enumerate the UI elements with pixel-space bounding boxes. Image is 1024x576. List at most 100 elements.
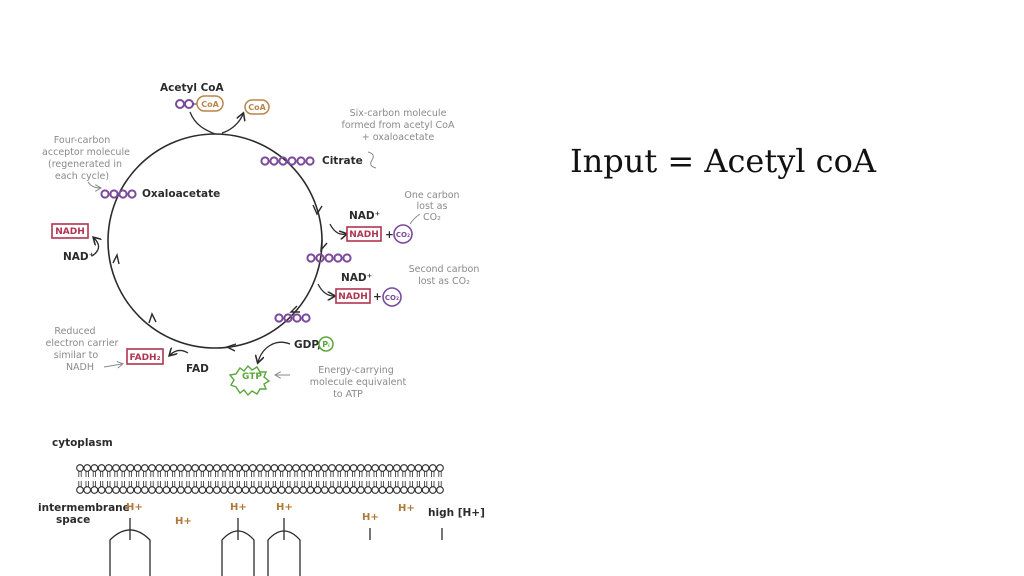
lipid-head [306,464,315,472]
lipid-head [198,464,207,472]
lipid-tail [294,481,298,487]
lipid-head [277,486,286,494]
four-carbon-note-line4: each cycle) [55,171,109,182]
coa-release-arrow [221,114,243,134]
lipid-head [90,464,99,472]
lipid-head [212,486,221,494]
lipid-head [313,464,322,472]
lipid-tail [100,481,104,487]
lipid-head [400,464,408,472]
oxaloacetate-molecule [100,189,137,199]
lipid-tail [416,471,420,477]
reduced-note-pointer [103,364,122,367]
lipid-tail [373,471,377,477]
lipid-tail [222,471,226,477]
lipid-tail [157,481,161,487]
lipid-head [119,464,128,472]
plus-mid: + [373,291,382,303]
proton-2: H+ [175,516,192,527]
lipid-head [313,486,322,494]
lipid-head [342,486,351,494]
lipid-head [90,486,99,494]
lipid-tail [373,481,377,487]
lipid-tail [402,471,406,477]
four-carbon-note-pointer [87,181,100,188]
lipid-tail [431,471,435,477]
proton-3: H+ [230,502,247,513]
gdp-label: GDP, [294,339,321,351]
lipid-head [112,464,120,472]
lipid-head [421,464,430,472]
nad-reduction-arrow-mid [317,283,334,296]
lipid-tail [301,481,305,487]
lipid-head [169,486,178,494]
lipid-tail [287,481,291,487]
lipid-tail [431,481,435,487]
lipid-tail [244,471,248,477]
lipid-head [364,486,372,494]
lipid-head [155,486,164,494]
lipid-tail [323,481,327,487]
lipid-tail [272,471,276,477]
lipid-tail [316,481,320,487]
lipid-head [248,464,257,472]
lipid-head [126,486,135,494]
reduced-note-line1: Reduced [54,326,95,337]
lipid-head [133,464,142,472]
lipid-head [356,486,365,494]
nadh-box-mid [335,288,371,304]
lipid-tail [164,481,168,487]
lipid-head [428,464,437,472]
lipid-head [407,486,416,494]
proton-4: H+ [276,502,293,513]
lipid-tail [121,481,125,487]
nadh-label-left: NADH [55,227,85,237]
nadh-label-top: NADH [349,230,379,240]
citrate-molecule [260,156,315,166]
cytoplasm-label: cytoplasm [52,437,113,449]
lipid-head [436,464,444,472]
lipid-head [335,486,344,494]
lipid-tail [395,481,399,487]
lipid-tail [186,481,190,487]
proton-6: H+ [398,503,415,514]
fad-reduction-arrow [170,350,189,355]
one-carbon-note-line3: CO₂ [423,212,441,223]
lipid-tail [409,481,413,487]
second-carbon-note-line2: lost as CO₂ [418,276,470,287]
lipid-tail [409,471,413,477]
lipid-head [436,486,444,494]
four-carbon-note-line1: Four-carbon [54,135,111,146]
lipid-tail [265,471,269,477]
six-carbon-note-line3: + oxaloacetate [362,132,435,143]
lipid-head [191,464,200,472]
lipid-tail [265,481,269,487]
lipid-head [428,486,437,494]
lipid-head [83,464,92,472]
lipid-head [414,486,423,494]
lipid-head [169,464,178,472]
reduced-note-line3: similar to [54,350,99,361]
lipid-tail [352,481,356,487]
nadh-box-top [346,226,382,242]
lipid-tail [244,481,248,487]
citrate-label: Citrate [322,155,363,167]
lipid-head [299,464,308,472]
plus-top: + [385,229,394,241]
nadh-label-mid: NADH [338,292,368,302]
one-carbon-note-line1: One carbon [404,190,459,201]
lipid-tail [287,471,291,477]
fadh2-label: FADH₂ [129,353,160,363]
lipid-head [227,464,236,472]
lipid-head [76,464,84,472]
fad-label: FAD [186,363,209,375]
lipid-head [349,486,358,494]
high-proton-label: high [H+] [428,507,485,519]
lipid-head [263,464,272,472]
six-carbon-note-line2: formed from acetyl CoA [341,120,455,131]
lipid-tail [107,471,111,477]
lipid-head [83,486,92,494]
fadh2-box [126,348,164,365]
intermembrane-label-line2: space [56,514,90,526]
